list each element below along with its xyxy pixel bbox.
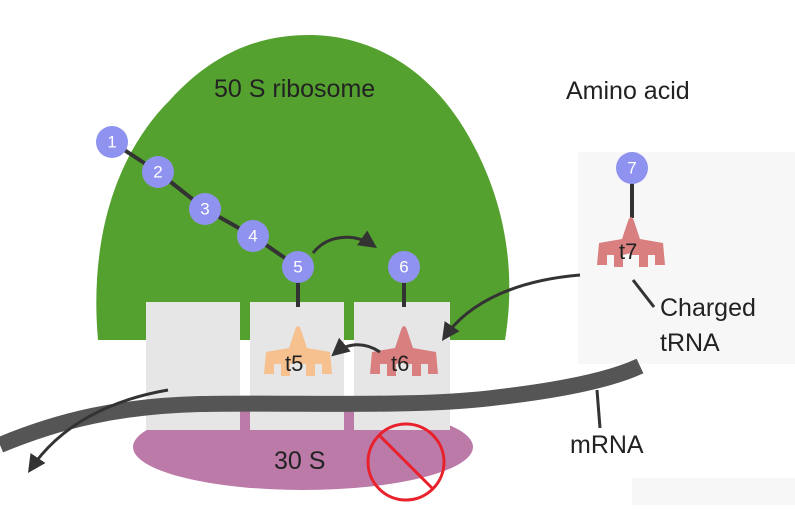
svg-text:3: 3 bbox=[200, 200, 209, 219]
trna-t7-label: t7 bbox=[619, 239, 637, 264]
trna-t5: t5 bbox=[264, 326, 332, 376]
trna-entry-arrow bbox=[441, 273, 581, 341]
svg-text:2: 2 bbox=[153, 163, 162, 182]
charged-trna-pointer bbox=[631, 279, 656, 308]
residue-2: 2 bbox=[142, 156, 174, 188]
svg-text:7: 7 bbox=[627, 159, 636, 178]
charged-trna-label-line2: tRNA bbox=[660, 329, 720, 357]
svg-text:6: 6 bbox=[399, 258, 408, 277]
large-subunit-label: 50 S ribosome bbox=[214, 75, 375, 103]
trna-t6: t6 bbox=[370, 326, 438, 376]
residue-1: 1 bbox=[96, 126, 128, 158]
trna-exit-arrow bbox=[28, 388, 169, 473]
residue-5: 5 bbox=[282, 251, 314, 283]
mrna-strand bbox=[0, 358, 644, 453]
svg-text:1: 1 bbox=[107, 133, 116, 152]
residue-6: 6 bbox=[388, 251, 420, 283]
residue-4: 4 bbox=[237, 220, 269, 252]
peptide-residues: 1 2 3 4 5 6 7 bbox=[96, 126, 648, 283]
small-subunit-label: 30 S bbox=[274, 447, 325, 475]
mrna-label: mRNA bbox=[570, 431, 644, 459]
chain-transfer-arrow bbox=[311, 230, 377, 254]
prohibited-icon bbox=[366, 422, 446, 502]
bottom-right-panel bbox=[632, 478, 795, 505]
charged-trna-label-line1: Charged bbox=[660, 294, 756, 322]
residue-3: 3 bbox=[189, 193, 221, 225]
svg-text:4: 4 bbox=[248, 227, 257, 246]
trna-t7: t7 bbox=[597, 217, 665, 267]
trna-translocation-arrow bbox=[331, 337, 381, 357]
svg-text:5: 5 bbox=[293, 258, 302, 277]
trna-t5-label: t5 bbox=[285, 351, 303, 376]
residue-7: 7 bbox=[616, 152, 648, 184]
amino-acid-label: Amino acid bbox=[566, 77, 690, 105]
mrna-pointer bbox=[595, 389, 602, 429]
trna-t6-label: t6 bbox=[391, 351, 409, 376]
